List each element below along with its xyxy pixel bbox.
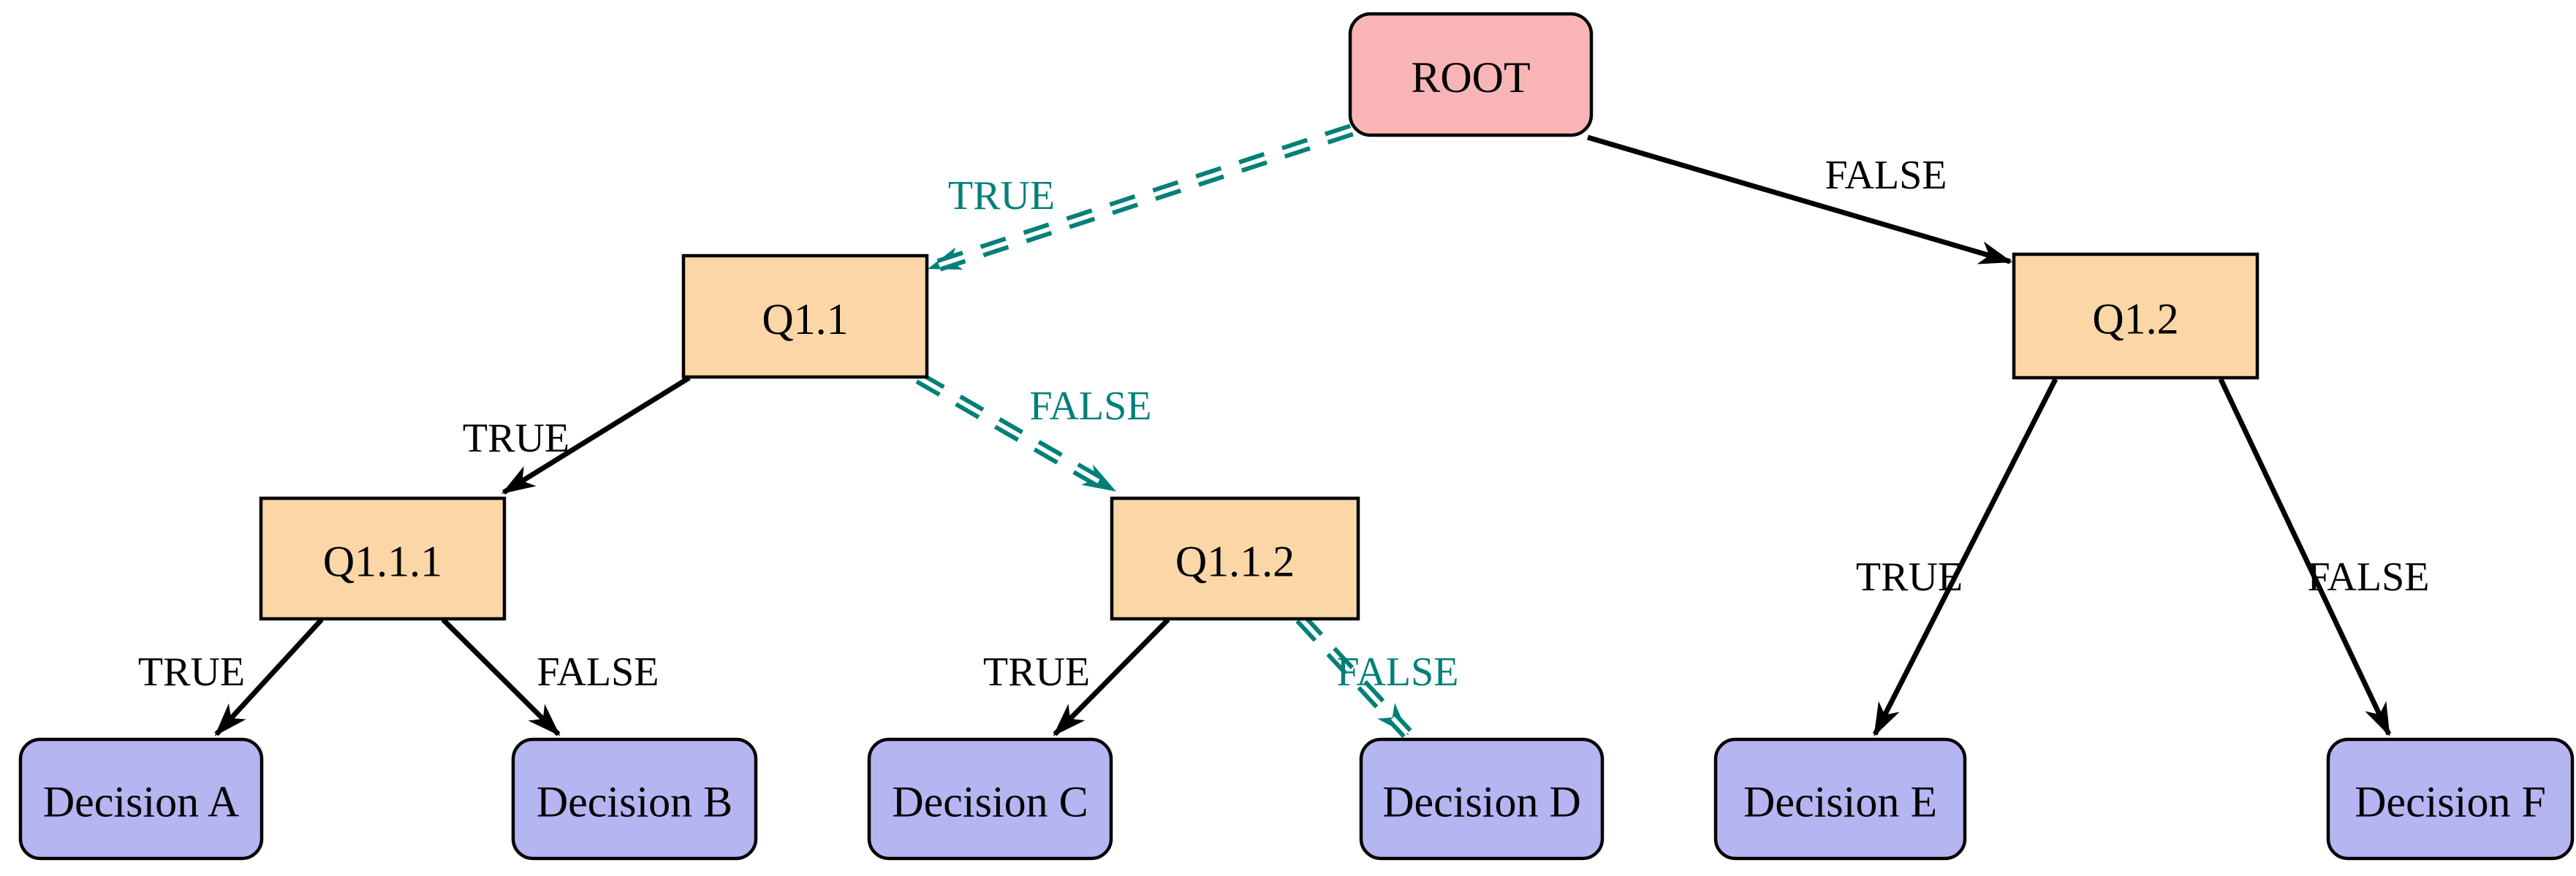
- node-E: Decision E: [1713, 737, 1967, 861]
- node-D: Decision D: [1359, 737, 1605, 861]
- node-label-Q1.2: Q1.2: [2092, 295, 2178, 343]
- edge-ROOT-Q1.1: TRUE: [927, 123, 1354, 275]
- edge-Q1.1-Q1.1.2: FALSE: [915, 372, 1152, 496]
- node-label-E: Decision E: [1743, 778, 1937, 826]
- edge-Q1.1.2-D: FALSE: [1295, 613, 1459, 739]
- node-box-D: [1359, 737, 1605, 861]
- node-label-D: Decision D: [1382, 778, 1581, 826]
- edge-label-Q1.1-Q1.1.2: FALSE: [1030, 384, 1152, 429]
- edge-label-ROOT-Q1.2: FALSE: [1825, 153, 1947, 198]
- node-box-Q1.2: [2012, 252, 2259, 380]
- edge-label-Q1.1.1-A: TRUE: [138, 650, 245, 695]
- node-box-F: [2326, 737, 2575, 861]
- edge-line: [214, 617, 324, 736]
- node-box-E: [1713, 737, 1967, 861]
- edge-label-Q1.1.1-B: FALSE: [537, 650, 659, 695]
- edge-Q1.1.2-C: TRUE: [983, 617, 1170, 736]
- node-label-C: Decision C: [892, 778, 1088, 826]
- highlighted-edge-core: [917, 376, 1115, 492]
- node-box-Q1.1: [681, 254, 929, 379]
- edge-line: [441, 617, 561, 736]
- edge-label-Q1.2-E: TRUE: [1856, 555, 1963, 600]
- edge-line: [2218, 378, 2392, 737]
- edge-line: [501, 376, 691, 495]
- node-A: Decision A: [18, 737, 264, 861]
- node-ROOT: ROOT: [1348, 12, 1594, 137]
- node-box-ROOT: [1348, 12, 1594, 137]
- node-box-A: [18, 737, 264, 861]
- node-label-F: Decision F: [2355, 778, 2546, 826]
- node-F: Decision F: [2326, 737, 2575, 861]
- node-label-ROOT: ROOT: [1411, 53, 1530, 102]
- edge-ROOT-Q1.2: FALSE: [1587, 134, 2013, 264]
- edge-label-Q1.1.2-D: FALSE: [1337, 650, 1459, 695]
- edge-label-ROOT-Q1.1: TRUE: [948, 173, 1055, 218]
- node-box-C: [867, 737, 1113, 861]
- node-Q1.2: Q1.2: [2012, 252, 2259, 380]
- edge-label-Q1.2-F: FALSE: [2308, 555, 2430, 600]
- node-label-A: Decision A: [43, 778, 239, 826]
- edge-Q1.2-E: TRUE: [1856, 378, 2058, 737]
- node-Q1.1.2: Q1.1.2: [1110, 496, 1360, 621]
- edge-label-Q1.1.2-C: TRUE: [983, 650, 1090, 695]
- edge-line: [1587, 134, 2013, 264]
- highlighted-edge-core: [929, 128, 1352, 270]
- node-label-Q1.1.2: Q1.1.2: [1175, 538, 1295, 586]
- node-box-B: [511, 737, 758, 861]
- node-box-Q1.1.2: [1110, 496, 1360, 621]
- edge-label-Q1.1-Q1.1.1: TRUE: [463, 416, 569, 461]
- edge-Q1.2-F: FALSE: [2218, 378, 2430, 737]
- edge-line: [1053, 617, 1170, 736]
- node-label-Q1.1: Q1.1: [762, 295, 848, 343]
- node-label-B: Decision B: [537, 778, 732, 826]
- node-Q1.1.1: Q1.1.1: [259, 496, 507, 621]
- edge-Q1.1-Q1.1.1: TRUE: [463, 376, 691, 495]
- node-C: Decision C: [867, 737, 1113, 861]
- edge-Q1.1.1-B: FALSE: [441, 617, 659, 736]
- node-B: Decision B: [511, 737, 758, 861]
- edge-Q1.1.1-A: TRUE: [138, 617, 324, 736]
- edge-line: [1872, 378, 2058, 737]
- node-box-Q1.1.1: [259, 496, 507, 621]
- node-label-Q1.1.1: Q1.1.1: [323, 538, 442, 586]
- highlighted-edge-core: [1298, 616, 1409, 736]
- node-Q1.1: Q1.1: [681, 254, 929, 379]
